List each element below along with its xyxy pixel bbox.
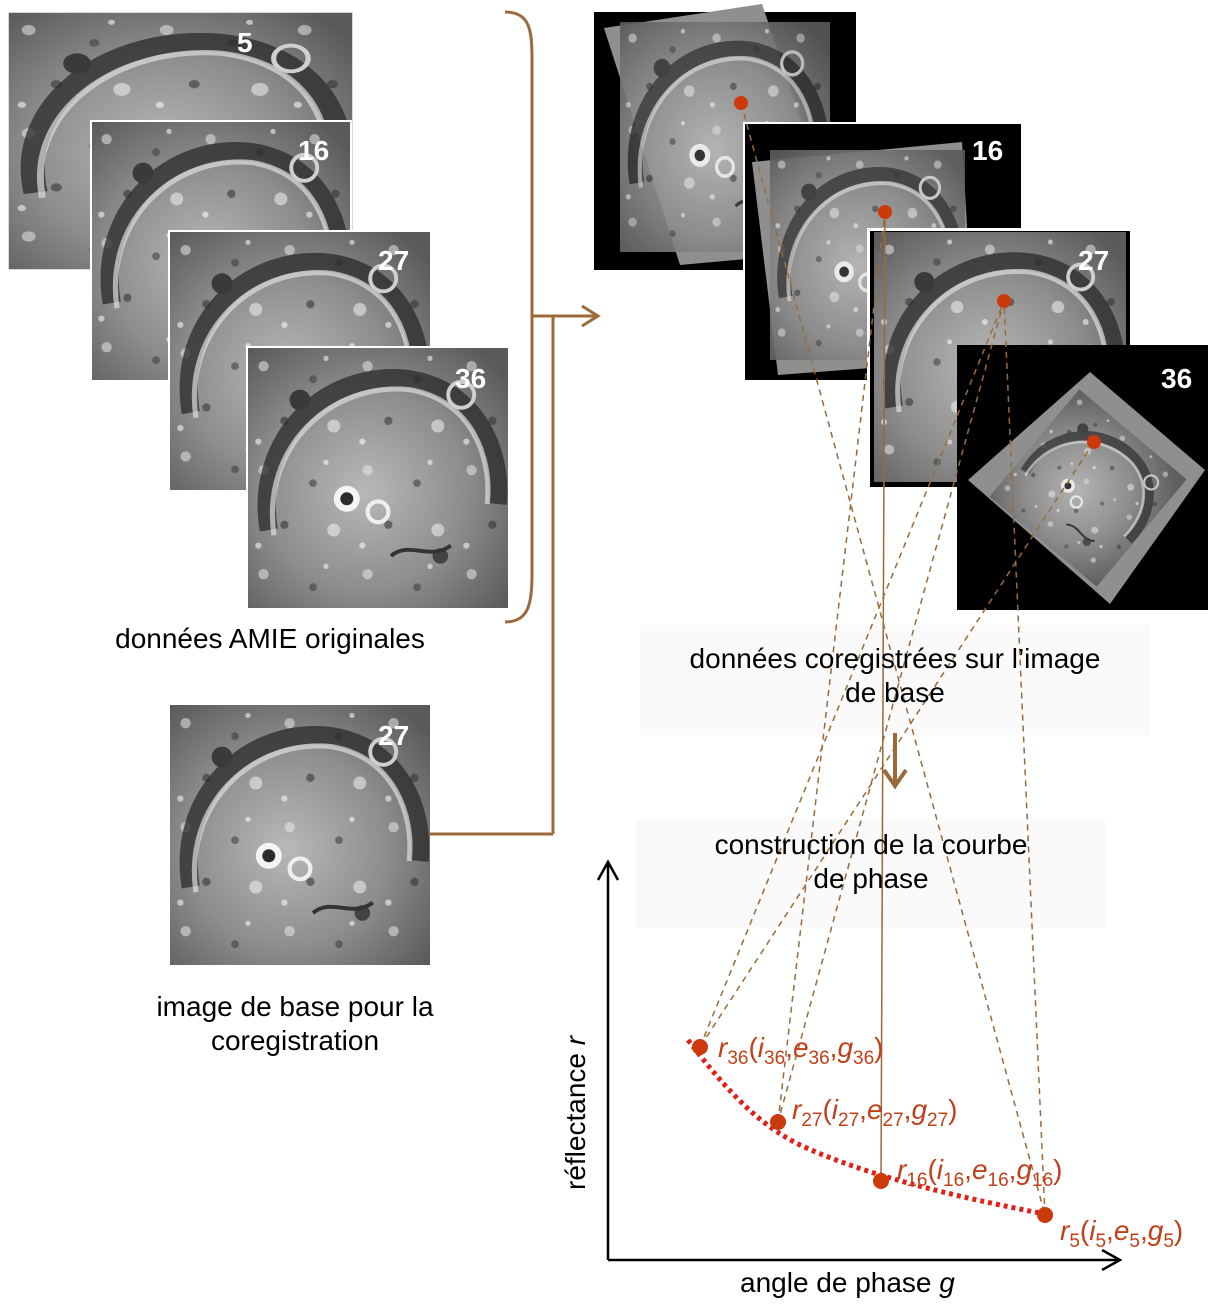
coreg-image-36: 36 xyxy=(957,345,1208,610)
caption-coregistered: données coregistrées sur l’image de base xyxy=(689,643,1101,708)
projection-line xyxy=(740,102,1046,1216)
phase-curve xyxy=(686,1038,1046,1217)
original-image-36: 36 xyxy=(246,346,510,610)
original-image-label: 5 xyxy=(237,27,253,58)
data-point-27 xyxy=(770,1114,786,1130)
base-image-label: 27 xyxy=(378,720,409,751)
projection-line xyxy=(699,300,1005,1048)
original-image-label: 36 xyxy=(455,363,486,394)
x-axis-label: angle de phase g xyxy=(740,1267,955,1298)
y-axis-label: réflectance r xyxy=(560,1034,591,1190)
point-label: r27(i27,e27,g27) xyxy=(792,1094,958,1131)
coreg-point-marker xyxy=(878,205,892,219)
coregistered-stack: 5 16 27 36 xyxy=(594,4,1208,610)
x-axis-arrow xyxy=(1101,1248,1123,1272)
coreg-point-marker xyxy=(1087,435,1101,449)
coreg-image-label: 27 xyxy=(1078,245,1109,276)
caption-original: données AMIE originales xyxy=(115,623,425,654)
data-point-5 xyxy=(1037,1207,1053,1223)
data-point-36 xyxy=(692,1039,708,1055)
point-label: r5(i5,e5,g5) xyxy=(1060,1215,1183,1252)
coreg-caption-box xyxy=(640,625,1150,735)
y-axis-arrow xyxy=(596,859,620,881)
projection-lines xyxy=(699,102,1095,1216)
coreg-point-marker xyxy=(734,96,748,110)
projection-line xyxy=(880,211,886,1182)
projection-line xyxy=(1003,300,1046,1216)
caption-base-image: image de base pour la coregistration xyxy=(156,991,434,1056)
original-image-label: 27 xyxy=(378,245,409,276)
data-point-16 xyxy=(873,1173,889,1189)
bracket-connector xyxy=(430,10,601,836)
coreg-image-label: 36 xyxy=(1161,363,1192,394)
projection-line xyxy=(777,300,1005,1123)
original-stack: 5 16 27 36 xyxy=(8,12,510,610)
point-label: r16(i16,e16,g16) xyxy=(897,1154,1063,1191)
phase-curve-plot: r36(i36,e36,g36) r27(i27,e27,g27) r16(i1… xyxy=(560,859,1183,1298)
point-label: r36(i36,e36,g36) xyxy=(718,1032,884,1069)
projection-line xyxy=(777,211,886,1123)
down-arrow xyxy=(882,733,908,790)
coreg-point-marker xyxy=(997,294,1011,308)
caption-phase-construction: construction de la courbe de phase xyxy=(714,829,1028,894)
coreg-image-label: 5 xyxy=(887,27,903,58)
base-image: 27 xyxy=(170,705,430,965)
original-image-label: 16 xyxy=(298,135,329,166)
coreg-image-label: 16 xyxy=(972,135,1003,166)
